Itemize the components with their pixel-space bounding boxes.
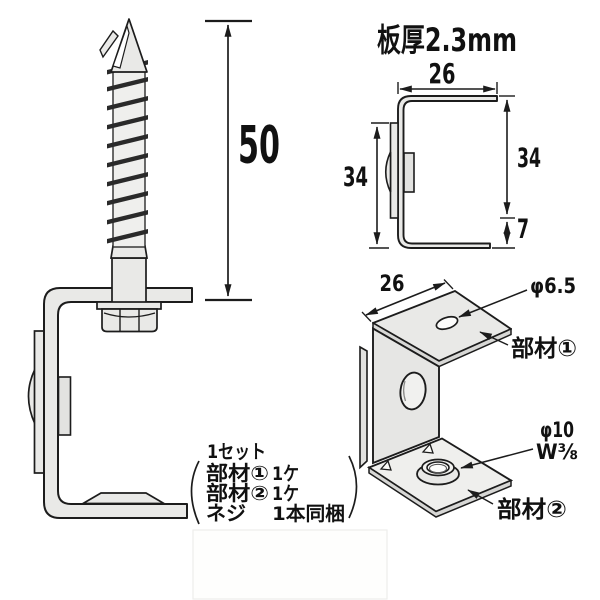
side-bump <box>384 151 392 193</box>
iso-emboss-shading <box>402 380 407 402</box>
leader-part2 <box>467 489 494 505</box>
bracket-c-profile <box>43 287 193 519</box>
hex-nut <box>101 308 158 333</box>
detent-emboss <box>57 376 72 436</box>
part1-name: 部材① <box>206 461 269 485</box>
dimension-7-label: 7 <box>517 214 529 245</box>
dimension-34-left-label: 34 <box>343 162 368 193</box>
part2-plate-edge <box>33 330 45 474</box>
flange-emboss <box>79 492 168 505</box>
screw-name: ネジ <box>206 501 246 525</box>
set-label: 1セット <box>207 441 266 463</box>
side-inner-plate <box>389 122 399 219</box>
leader-part1 <box>479 331 509 346</box>
weld-mark-left <box>379 459 392 471</box>
screw-qty: 1本同梱 <box>272 502 345 525</box>
dimension-width-26: 26 <box>397 57 498 94</box>
dimension-50-label: 50 <box>238 116 280 176</box>
paren-left <box>190 460 200 525</box>
screw-shank <box>111 257 147 304</box>
leader-burring <box>460 448 534 469</box>
part2-name: 部材② <box>206 481 269 505</box>
faint-footer-box <box>192 529 388 600</box>
top-hole-label: φ6.5 <box>530 274 576 298</box>
paren-right <box>348 455 358 519</box>
part2-qty: 1ケ <box>272 483 299 505</box>
parts-list-row: ネジ 1本同梱 <box>206 501 345 525</box>
parts-list-row: 部材② 1ケ <box>206 481 299 505</box>
part2-label: 部材② <box>497 496 567 523</box>
iso-dimension-26: 26 <box>361 272 454 322</box>
iso-view: 26 φ6.5 部材① φ10 W⅜ 部材② <box>359 272 578 523</box>
weld-mark-right <box>421 442 434 454</box>
plate-thickness-title: 板厚2.3mm <box>377 21 517 59</box>
iso-web-emboss <box>399 371 427 411</box>
part1-qty: 1ケ <box>272 463 299 485</box>
part1-label: 部材① <box>511 335 577 362</box>
dimension-34-right-label: 34 <box>517 143 541 174</box>
iso-26-label: 26 <box>380 272 405 297</box>
dimension-left-34: 34 <box>343 122 389 249</box>
side-view: 板厚2.3mm 26 34 7 34 <box>343 21 541 249</box>
side-profile-outline <box>397 95 498 249</box>
side-detent <box>403 152 415 193</box>
parts-list: 1セット 部材① 1ケ 部材② 1ケ ネジ 1本同梱 <box>190 441 358 525</box>
leader-top-hole <box>458 289 528 318</box>
washer <box>96 301 162 310</box>
iso-top-hole <box>435 315 459 331</box>
dimension-26-label: 26 <box>429 57 456 90</box>
dimension-right-34-7: 34 7 <box>492 95 541 249</box>
screw-collar <box>109 245 149 259</box>
iso-burring-hole <box>416 458 460 486</box>
screw-thread <box>107 60 148 248</box>
iso-bottom-flange-thickness <box>368 466 512 518</box>
thread-spec-label: W⅜ <box>536 440 578 464</box>
front-view-assembly: 50 <box>27 18 280 519</box>
screw-tip <box>99 18 148 73</box>
bottom-hole-label: φ10 <box>540 418 574 442</box>
iso-part2-edge <box>359 345 368 470</box>
dimension-screw-length: 50 <box>205 19 280 302</box>
parts-list-row: 部材① 1ケ <box>206 461 299 485</box>
